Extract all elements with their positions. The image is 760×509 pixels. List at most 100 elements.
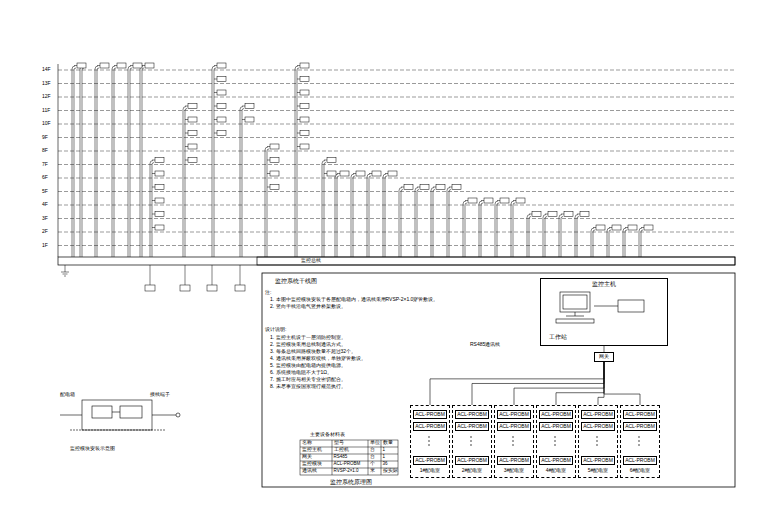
branch-tick (297, 146, 300, 147)
table-cell: 台 (370, 448, 375, 453)
branch-tick (152, 214, 155, 215)
continuation-dot (470, 440, 471, 441)
riser-conduit (463, 201, 467, 257)
branch-tick (609, 227, 612, 228)
module-box: ACL-PROBM (581, 410, 615, 419)
table-cell: 监控模块 (302, 462, 322, 467)
riser-conduit (607, 228, 611, 257)
branch-tick (545, 214, 548, 215)
note-text: 注: (265, 290, 271, 296)
wire (112, 412, 120, 413)
branch-tick (97, 65, 100, 66)
riser-conduit (623, 228, 627, 257)
continuation-dot (638, 436, 639, 437)
riser-conduit (575, 215, 579, 258)
continuation-dot (428, 436, 429, 437)
module-symbol (596, 225, 605, 230)
riser-conduit (335, 174, 339, 257)
feeder-box (235, 285, 245, 291)
branch-tick (385, 173, 388, 174)
box-text: ACL-PROBM (415, 412, 445, 418)
branch-tick (625, 227, 628, 228)
install-detail (60, 400, 180, 430)
module-symbol (300, 63, 309, 68)
wire (60, 415, 82, 416)
continuation-dot (470, 436, 471, 437)
floor-label: 11F (42, 108, 50, 114)
branch-tick (214, 133, 217, 134)
riser-conduit (511, 201, 515, 257)
floor-line (58, 110, 735, 111)
table-cell: ACL-PROBM (334, 462, 361, 467)
module-symbol (155, 198, 164, 203)
note-text: 接线端子 (150, 392, 170, 398)
branch-tick (185, 146, 188, 147)
note-text: 1. 监控主机设于一层消防控制室。 (270, 335, 346, 341)
note-text: 7. 施工时应与相关专业密切配合。 (270, 377, 346, 383)
riser-conduit (559, 215, 563, 258)
table-cell: 1 (383, 448, 386, 453)
box-text: ACL-PROBM (625, 458, 655, 464)
monitor-stand (566, 316, 584, 317)
feeder-box (145, 285, 155, 291)
floor-label: 7F (42, 162, 48, 168)
table-cell: 个 (370, 462, 375, 467)
riser-conduit (295, 66, 299, 257)
branch-tick (185, 160, 188, 161)
wire (152, 415, 176, 416)
gateway-box: 网关 (594, 352, 614, 362)
branch-tick (297, 106, 300, 107)
host-equipment (556, 292, 644, 323)
floor-label: 8F (42, 148, 48, 154)
floor-line (58, 97, 735, 98)
module-symbol (300, 117, 309, 122)
module-symbol (145, 63, 154, 68)
branch-tick (242, 119, 245, 120)
box-text: ACL-PROBM (415, 458, 445, 464)
riser-conduit (415, 188, 419, 258)
riser-conduit (591, 228, 595, 257)
note-text: 6. 系统接地电阻不大于1Ω。 (270, 370, 332, 376)
module-box: ACL-PROBM (497, 410, 531, 419)
table-rule (332, 440, 333, 475)
module-box: ACL-PROBM (455, 410, 489, 419)
module-symbol (452, 185, 461, 190)
module-symbol (270, 171, 279, 176)
riser-conduit (527, 215, 531, 258)
module-symbol (270, 185, 279, 190)
floor-line (58, 218, 735, 219)
floor-label: 6F (42, 175, 48, 181)
riser-conduit (431, 188, 435, 258)
module-symbol (300, 104, 309, 109)
module-symbol (388, 171, 397, 176)
continuation-dot (512, 444, 513, 445)
note-text: 8. 未尽事宜按国家现行规范执行。 (270, 384, 346, 390)
bus-connector (472, 362, 604, 406)
table-cell: 36 (383, 462, 388, 467)
branch-tick (214, 119, 217, 120)
branch-tick (324, 160, 327, 161)
floor-line (58, 83, 735, 84)
table-cell: 按实际 (383, 469, 398, 474)
branch-tick (242, 106, 245, 107)
table-cell: 米 (370, 469, 375, 474)
branch-tick (152, 187, 155, 188)
branch-tick (401, 187, 404, 188)
module-symbol (327, 158, 336, 163)
box-text: ACL-PROBM (625, 424, 655, 430)
branch-tick (152, 173, 155, 174)
keyboard-symbol (556, 319, 594, 323)
box-text: 工作站 (549, 334, 567, 341)
box-text: ACL-PROBM (457, 458, 487, 464)
host-box: 监控主机工作站 (540, 278, 668, 346)
riser-conduit (72, 66, 76, 257)
panel-group: 2#配电室ACL-PROBMACL-PROBMACL-PROBM (452, 405, 492, 478)
panel-group: 4#配电室ACL-PROBMACL-PROBMACL-PROBM (536, 405, 576, 478)
branch-tick (142, 65, 145, 66)
branch-tick (577, 214, 580, 215)
branch-tick (267, 146, 270, 147)
module-symbol (532, 212, 541, 217)
riser-conduit (265, 147, 269, 257)
